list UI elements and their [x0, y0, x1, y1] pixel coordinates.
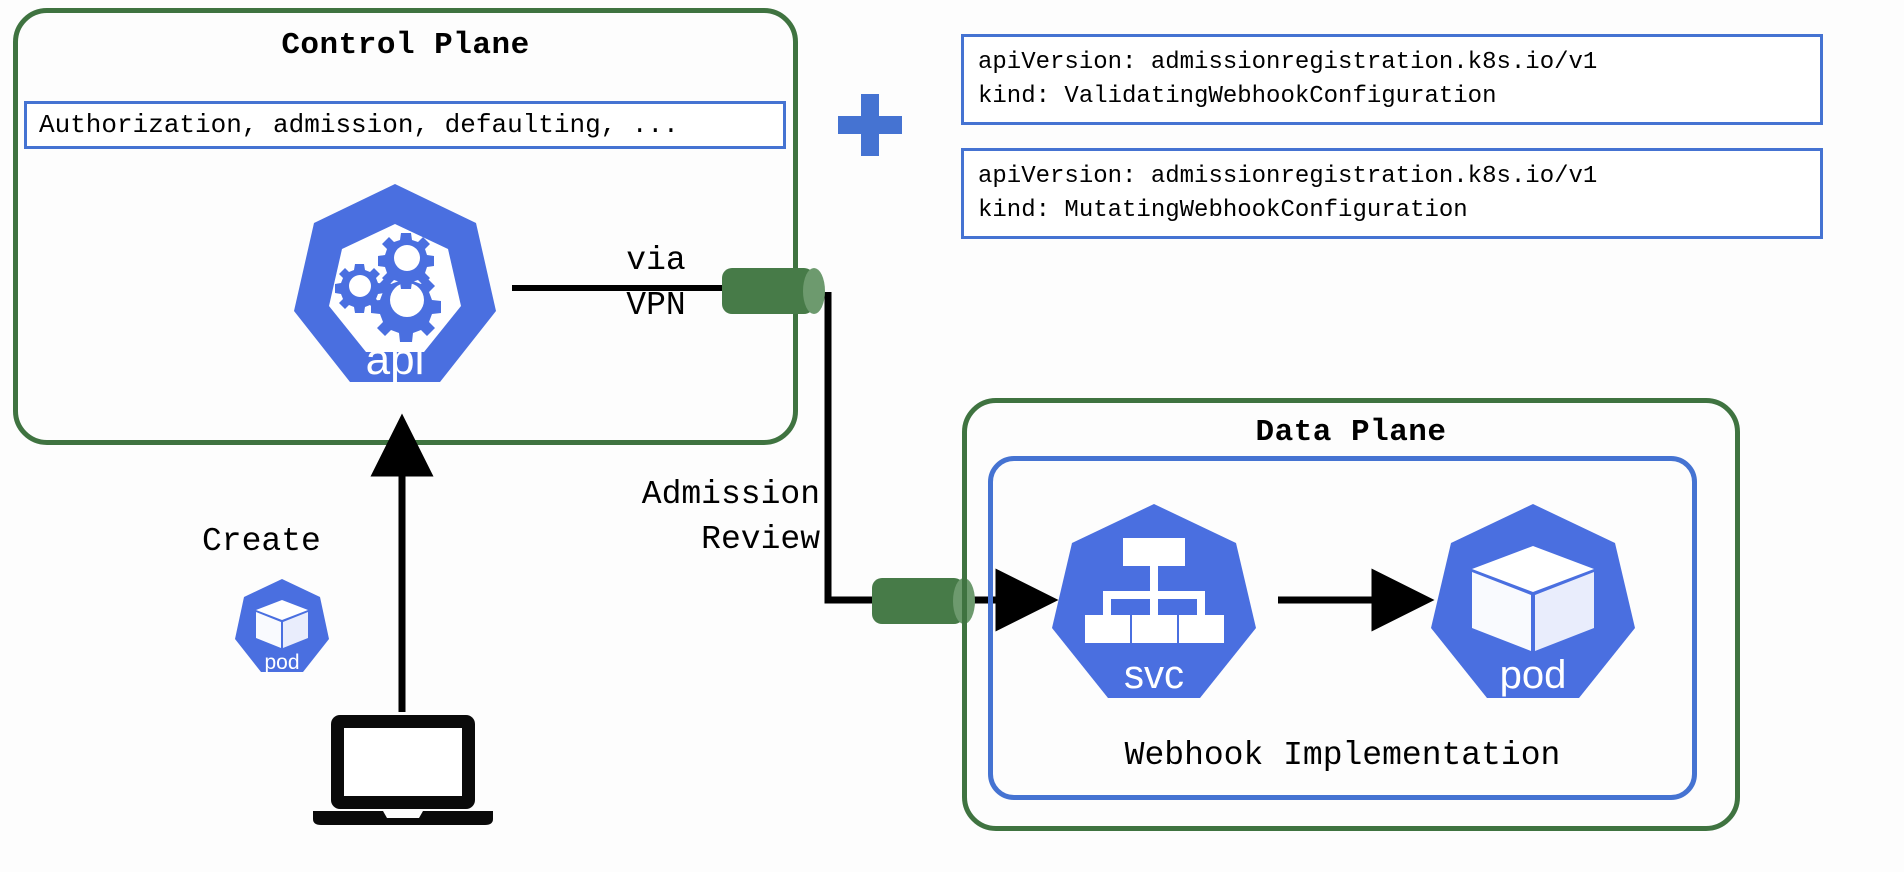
- validating-webhook-config-box: apiVersion: admissionregistration.k8s.io…: [961, 34, 1823, 125]
- via-vpn-line2: VPN: [626, 287, 686, 324]
- mutating-config-line1: apiVersion: admissionregistration.k8s.io…: [978, 163, 1598, 190]
- create-label: Create: [202, 523, 321, 560]
- via-vpn-line1: via: [626, 242, 686, 279]
- data-plane-box: [962, 398, 1740, 831]
- laptop-icon: [313, 715, 493, 825]
- kubernetes-pod-icon: pod: [1422, 501, 1644, 707]
- webhook-implementation-caption: Webhook Implementation: [1124, 737, 1561, 774]
- vpn-tunnel-icon-bottom: [872, 578, 976, 624]
- mutating-webhook-config-box: apiVersion: admissionregistration.k8s.io…: [961, 148, 1823, 239]
- mutating-config-line2: kind: MutatingWebhookConfiguration: [978, 197, 1468, 224]
- kubernetes-pod-small-icon: pod: [230, 576, 334, 680]
- pod-label: pod: [1500, 653, 1567, 697]
- admission-review-line1: Admission: [641, 476, 820, 513]
- kubernetes-svc-icon: svc: [1043, 501, 1265, 707]
- pod-small-label: pod: [264, 651, 299, 674]
- svg-text:api: api: [366, 335, 425, 384]
- control-plane-features-box: Authorization, admission, defaulting, ..…: [24, 101, 786, 149]
- validating-config-line2: kind: ValidatingWebhookConfiguration: [978, 83, 1497, 110]
- kubernetes-api-icon: api: [285, 178, 505, 398]
- plus-icon: [838, 94, 902, 156]
- vpn-tunnel-icon-top: [722, 268, 826, 314]
- data-plane-title: Data Plane: [1255, 415, 1447, 450]
- webhook-implementation-box: [988, 456, 1697, 800]
- admission-review-line2: Review: [701, 521, 820, 558]
- control-plane-title: Control Plane: [281, 28, 530, 63]
- svc-label: svc: [1124, 653, 1184, 697]
- validating-config-line1: apiVersion: admissionregistration.k8s.io…: [978, 49, 1598, 76]
